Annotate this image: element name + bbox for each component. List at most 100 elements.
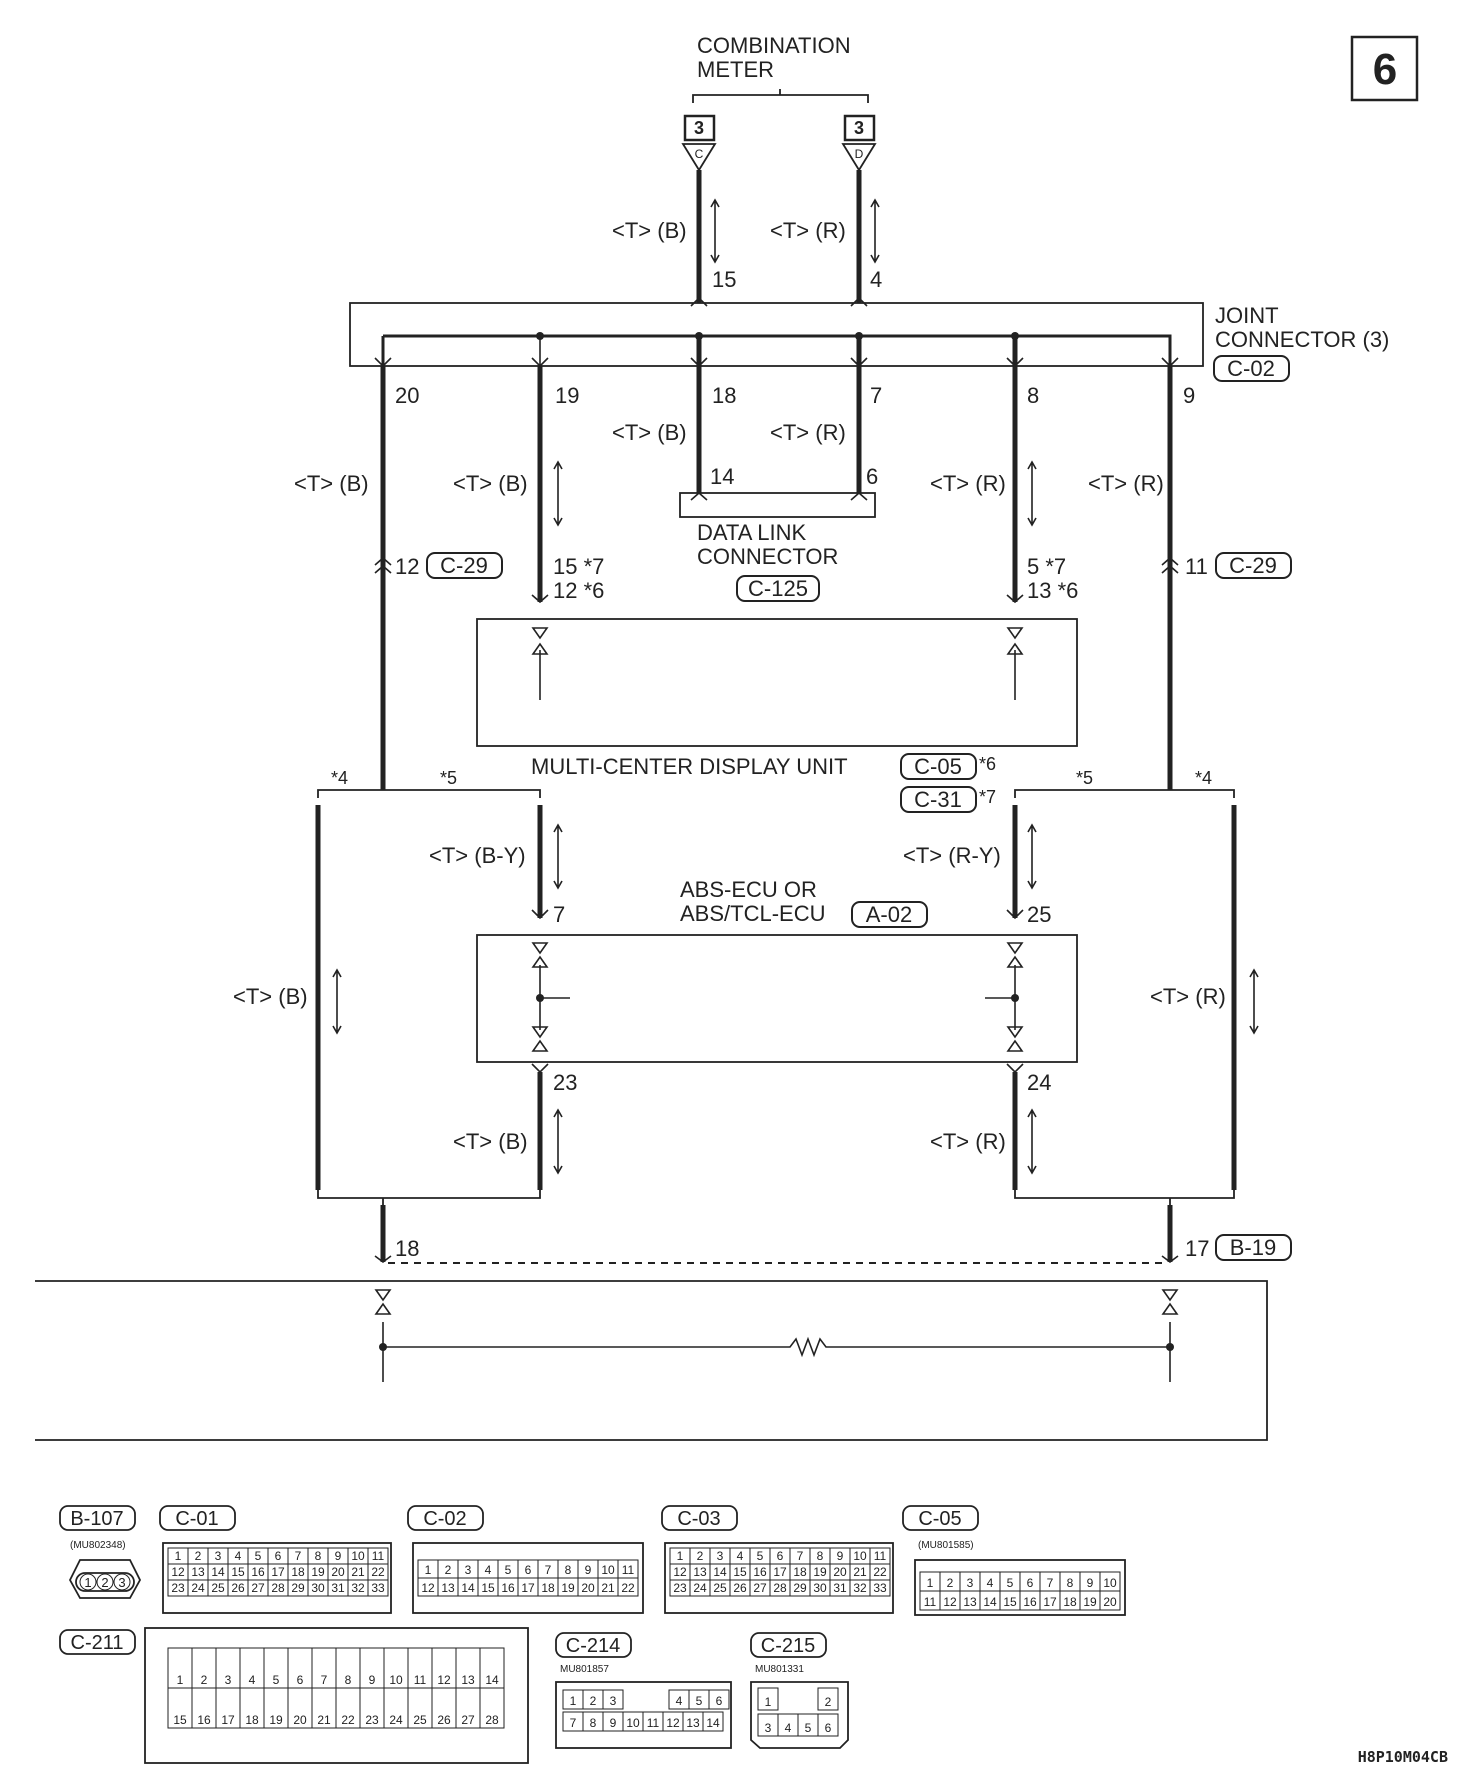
meter-pin-right: D xyxy=(855,147,864,161)
c01-pin-number: 9 xyxy=(335,1549,342,1563)
c05-pin-number: 15 xyxy=(1003,1595,1017,1609)
c05-pin-number: 5 xyxy=(1007,1576,1014,1590)
connector-code-box xyxy=(851,901,928,928)
wire-label: <T> (B) xyxy=(233,984,308,1009)
c215-pin-cell xyxy=(817,1713,839,1737)
c05-pin-number: 2 xyxy=(947,1576,954,1590)
b107-pin xyxy=(113,1573,131,1591)
c03-pin-number: 31 xyxy=(833,1581,847,1595)
c01-pin-number: 25 xyxy=(211,1581,225,1595)
c02-pin-number: 14 xyxy=(461,1581,475,1595)
c01-pin-number: 17 xyxy=(271,1565,285,1579)
multi-center-note-2: *7 xyxy=(979,787,996,807)
c03-pin-number: 2 xyxy=(697,1549,704,1563)
c211-pin-number: 24 xyxy=(389,1713,403,1727)
arrow-dir-8 xyxy=(1027,1108,1037,1175)
c211-pin-number: 1 xyxy=(177,1673,184,1687)
c03-pin-number: 3 xyxy=(717,1549,724,1563)
c211-pin-number: 7 xyxy=(321,1673,328,1687)
b107-pin xyxy=(96,1573,114,1591)
c215-pin-number: 5 xyxy=(805,1721,812,1735)
c05-pin-number: 8 xyxy=(1067,1576,1074,1590)
pin-number: 15 xyxy=(712,267,736,292)
c05-pin-number: 11 xyxy=(924,1595,937,1609)
mcd-internal-stubs xyxy=(539,650,1016,700)
c01-pin-number: 32 xyxy=(351,1581,365,1595)
pin-number: 8 xyxy=(1027,383,1039,408)
c03-pin-number: 15 xyxy=(733,1565,747,1579)
arrow-dir-7 xyxy=(553,1108,563,1175)
wire-label: <T> (B) xyxy=(612,420,687,445)
c02-pin-number: 13 xyxy=(441,1581,455,1595)
splice-dot xyxy=(1011,332,1019,340)
c214-pin-number: 7 xyxy=(570,1716,577,1730)
legend-c215-part: MU801331 xyxy=(755,1664,804,1675)
b107-pin-number: 3 xyxy=(118,1575,125,1590)
terminal-symbols xyxy=(374,296,1179,1263)
connector-code-box xyxy=(900,786,977,813)
joint-connector-code: C-02 xyxy=(1227,356,1275,381)
c01-body xyxy=(162,1542,392,1614)
legend-c214-part: MU801857 xyxy=(560,1664,609,1675)
c211-pin-number: 2 xyxy=(201,1673,208,1687)
arrow-dir-10 xyxy=(1249,968,1259,1035)
legend-c215: C-215 xyxy=(761,1635,815,1657)
wire-label: <T> (R) xyxy=(930,1129,1006,1154)
c03-pin-number: 8 xyxy=(817,1549,824,1563)
wire-label: <T> (R) xyxy=(1150,984,1226,1009)
c02-pin-number: 10 xyxy=(601,1563,615,1577)
internal-triangles xyxy=(374,627,1179,1315)
c01-pin-number: 14 xyxy=(211,1565,225,1579)
data-link-label-2: CONNECTOR xyxy=(697,544,838,569)
c01-pin-number: 28 xyxy=(271,1581,285,1595)
b107-pin-row xyxy=(75,1572,135,1592)
c02-pin-number: 17 xyxy=(521,1581,535,1595)
c01-pin-number: 27 xyxy=(251,1581,265,1595)
c03-pin-number: 33 xyxy=(873,1581,887,1595)
multi-center-code-2: C-31 xyxy=(914,787,962,812)
pin-number: 12 xyxy=(395,554,419,579)
connector-code-box xyxy=(900,753,977,780)
legend-code-box xyxy=(555,1632,632,1658)
c03-pin-number: 4 xyxy=(737,1549,744,1563)
c211-pin-number: 21 xyxy=(317,1713,331,1727)
bracket-top-left xyxy=(317,783,541,798)
arrow-dir-9 xyxy=(332,968,342,1035)
c01-pin-number: 1 xyxy=(175,1549,182,1563)
c211-pin-number: 9 xyxy=(369,1673,376,1687)
c211-pin-number: 5 xyxy=(273,1673,280,1687)
bottom-internal-stubs xyxy=(382,1322,1171,1382)
joint-connector-box xyxy=(349,302,1204,367)
c214-pin-number: 10 xyxy=(626,1716,640,1730)
bracket-bottom-right xyxy=(1014,1190,1235,1205)
meter-pin-triangle-left xyxy=(681,143,717,172)
c03-pin-number: 20 xyxy=(833,1565,847,1579)
c214-pin-number: 5 xyxy=(696,1694,703,1708)
wire-label: <T> (B-Y) xyxy=(429,843,526,868)
c215-body xyxy=(750,1681,849,1749)
connector-code-box xyxy=(1215,552,1292,579)
legend-c211: C-211 xyxy=(71,1632,124,1654)
c05-pin-number: 1 xyxy=(927,1576,934,1590)
page-number: 6 xyxy=(1373,45,1397,94)
c02-pin-number: 22 xyxy=(621,1581,635,1595)
c211-pin-number: 10 xyxy=(389,1673,403,1687)
arrow-dir-6 xyxy=(1027,823,1037,890)
c03-pin-number: 25 xyxy=(713,1581,727,1595)
pin-number: 18 xyxy=(712,383,736,408)
meter-pin-triangle-right xyxy=(841,143,877,172)
connector-ref-c29: C-29 xyxy=(1229,553,1277,578)
pin-number: 9 xyxy=(1183,383,1195,408)
pin-number: 17 xyxy=(1185,1236,1209,1261)
c03-pin-number: 30 xyxy=(813,1581,827,1595)
c01-pin-number: 13 xyxy=(191,1565,205,1579)
multi-center-label: MULTI-CENTER DISPLAY UNIT xyxy=(531,754,848,779)
c05-pin-number: 20 xyxy=(1103,1595,1117,1609)
bottom-ecu-box xyxy=(35,1280,1268,1441)
multi-center-note-1: *6 xyxy=(979,754,996,774)
legend-code-box xyxy=(902,1505,979,1531)
c01-pin-number: 33 xyxy=(371,1581,385,1595)
c01-pin-number: 29 xyxy=(291,1581,305,1595)
pin-number: 25 xyxy=(1027,902,1051,927)
